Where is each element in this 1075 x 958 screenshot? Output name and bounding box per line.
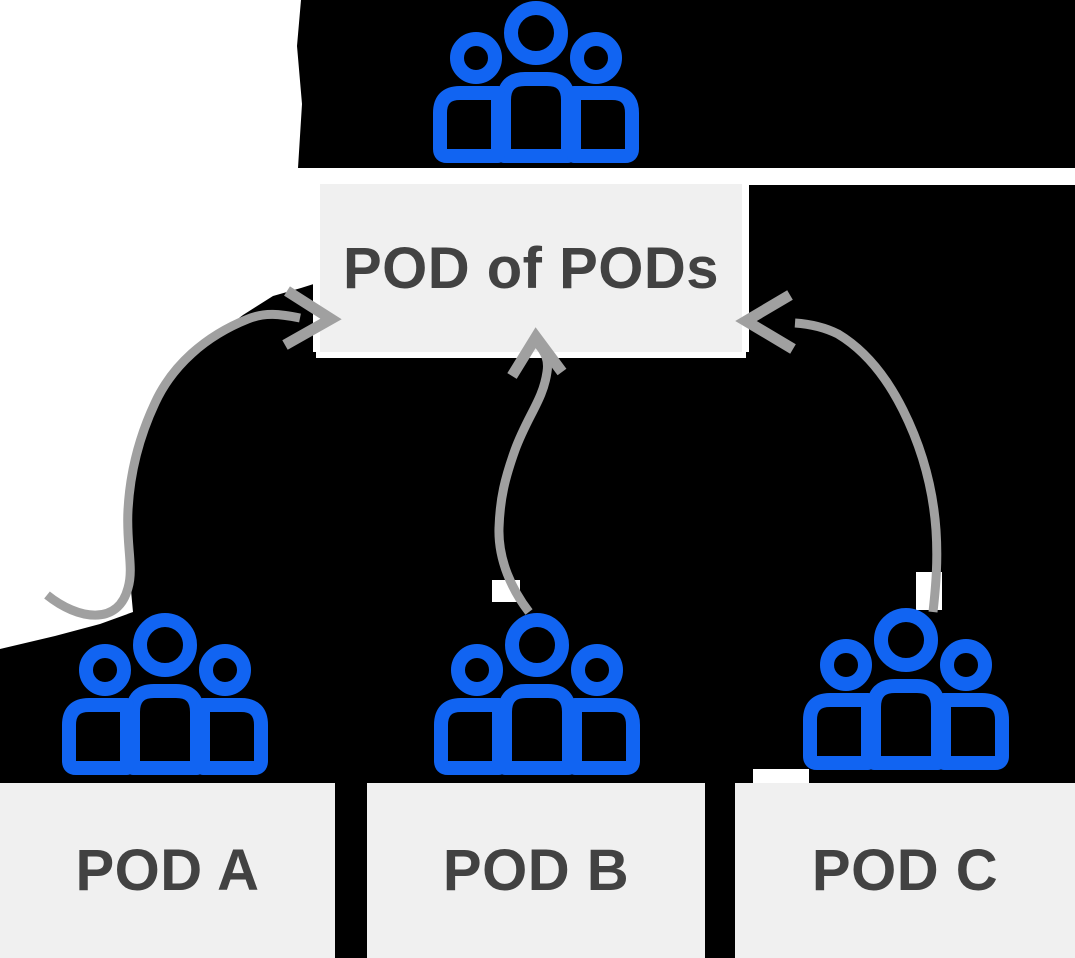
pod-b-box: POD B [367, 783, 705, 958]
pod-b-label: POD B [442, 838, 630, 903]
parent-box-right-margin [741, 184, 749, 352]
pod-a-label: POD A [75, 838, 260, 903]
parent-box-left-margin [313, 184, 321, 352]
parent-box-label: POD of PODs [342, 235, 720, 301]
pod-a-box: POD A [0, 783, 335, 958]
parent-box: POD of PODs [320, 184, 742, 352]
gap-pod-b-c [705, 783, 735, 958]
pod-c-box: POD C [735, 783, 1075, 958]
pod-c-label: POD C [811, 838, 999, 903]
gap-pod-a-b [335, 783, 367, 958]
